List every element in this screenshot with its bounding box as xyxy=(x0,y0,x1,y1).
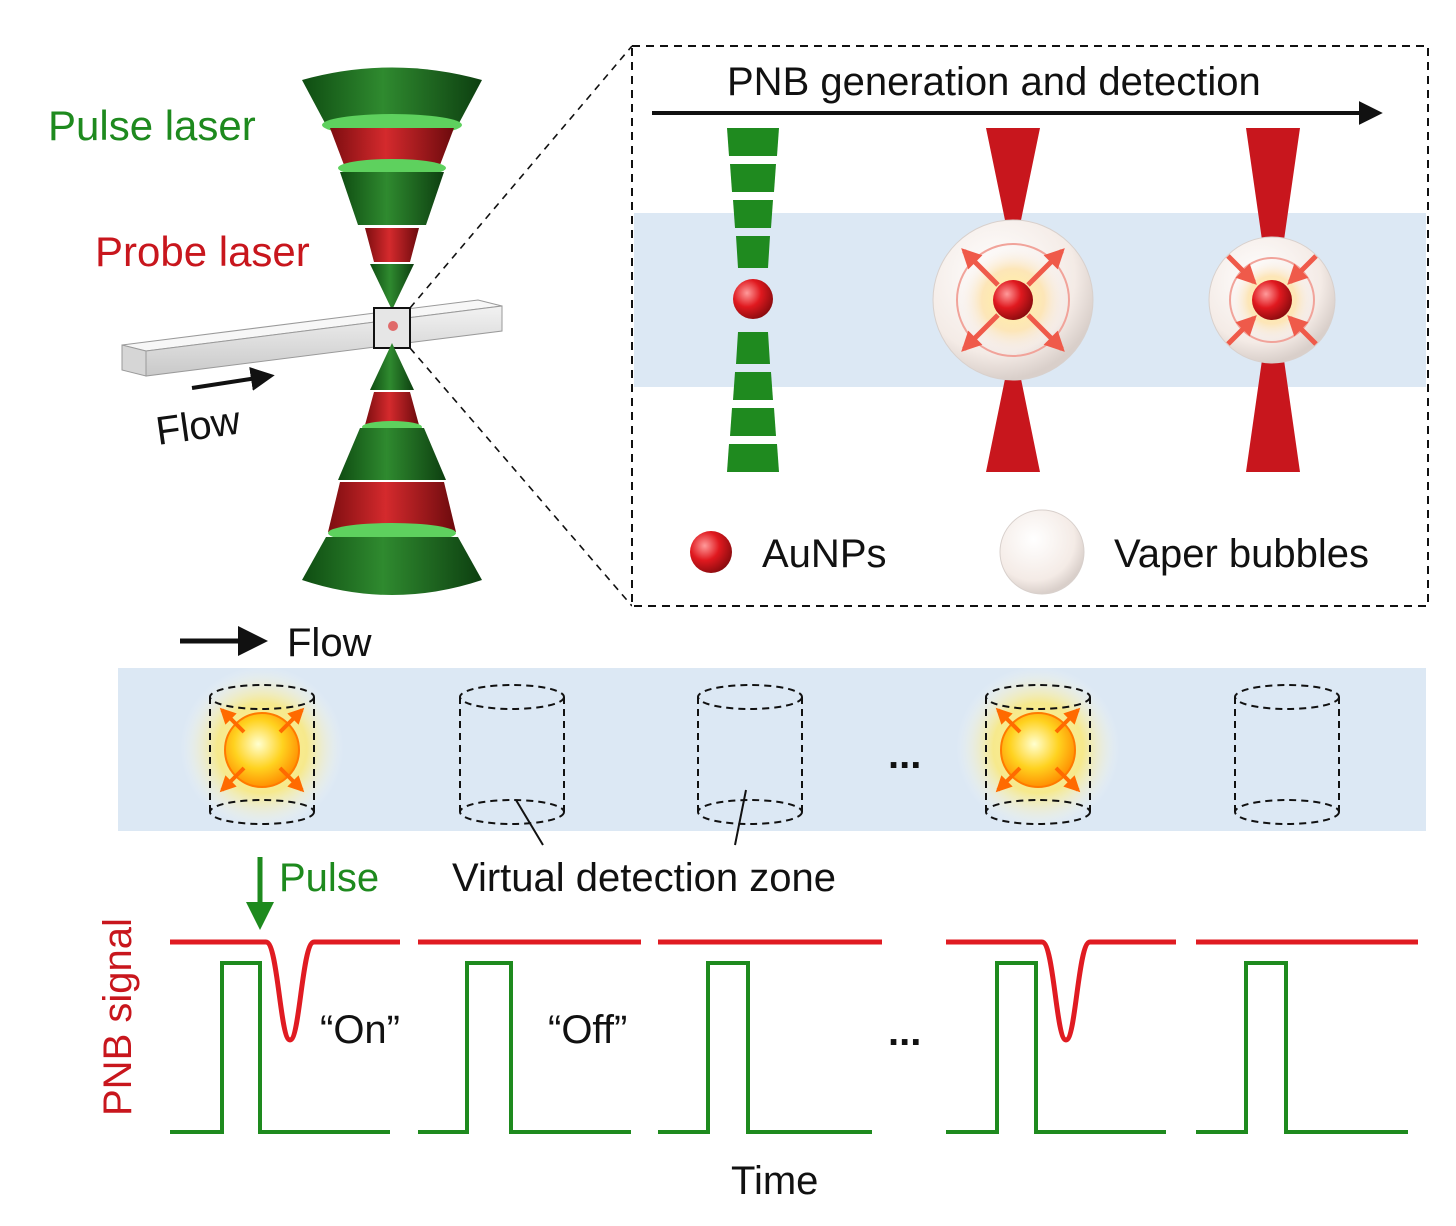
signal-window-4 xyxy=(946,939,1176,1134)
flash-arrow xyxy=(1054,766,1081,793)
pulse-trace xyxy=(418,961,631,1134)
zone-top xyxy=(459,684,565,710)
laser-setup: Pulse laser Probe laser Flow xyxy=(48,45,633,607)
off-label: “Off” xyxy=(548,1008,627,1052)
detection-zone-4 xyxy=(956,666,1120,830)
lower-red-band-1 xyxy=(365,392,419,425)
pulsed-beam xyxy=(727,128,779,472)
upper-green-cone-1 xyxy=(302,67,482,125)
pulse-trace xyxy=(658,961,872,1134)
y-axis-label: PNB signal xyxy=(96,918,140,1116)
zone-pointer-2 xyxy=(734,789,747,846)
lower-green-cone-2 xyxy=(338,428,446,480)
lower-red-band-2 xyxy=(328,482,456,532)
probe-beam-3-bottom xyxy=(1246,360,1300,472)
gold-nanoparticle-2 xyxy=(993,280,1033,320)
flash-arrow xyxy=(219,707,246,734)
probe-trace xyxy=(946,939,1176,1043)
detection-zone-5 xyxy=(1234,684,1340,825)
pulse-trace xyxy=(946,961,1166,1134)
upper-green-cone-3 xyxy=(370,264,414,310)
flash-arrow xyxy=(219,766,246,793)
on-label: “On” xyxy=(320,1008,400,1052)
signal-traces xyxy=(170,939,1418,1134)
legend-bubble-icon xyxy=(999,509,1085,595)
detection-zone-2 xyxy=(459,684,565,825)
signal-window-2 xyxy=(418,939,641,1134)
probe-beam-3-top xyxy=(1246,128,1300,240)
zone-top xyxy=(985,684,1091,710)
upper-red-band-1 xyxy=(330,128,454,165)
detection-zone-1 xyxy=(180,666,344,830)
flash-arrow xyxy=(995,766,1022,793)
legend-aunp-icon xyxy=(690,531,732,573)
probe-laser-label: Probe laser xyxy=(95,228,310,275)
flash-arrow xyxy=(278,707,305,734)
probe-trace xyxy=(170,939,400,1043)
signal-window-3 xyxy=(658,939,882,1134)
channel-particle xyxy=(388,321,398,331)
main-flow-label: Flow xyxy=(287,621,372,665)
signal-plot: PNB signal “On” “Off” ... Time xyxy=(96,918,1418,1203)
zoom-line-top xyxy=(409,45,633,309)
zone-ellipsis: ... xyxy=(888,733,921,777)
zoom-line-bottom xyxy=(409,347,633,607)
lower-green-cone-3 xyxy=(302,537,482,595)
expansion-arrows xyxy=(961,248,1065,352)
x-axis-label: Time xyxy=(731,1159,818,1203)
flash-arrow xyxy=(278,766,305,793)
pnb-generation-label: PNB generation and detection xyxy=(727,60,1261,104)
upper-green-cone-2 xyxy=(340,172,444,225)
collapse-arrows xyxy=(1226,254,1318,346)
bubble-ring-2 xyxy=(1229,257,1315,343)
signal-window-1 xyxy=(170,939,400,1134)
zone-top xyxy=(209,684,315,710)
probe-beam-2-top xyxy=(986,128,1040,225)
flash-arrow xyxy=(995,707,1022,734)
zoom-inset: PNB generation and detection xyxy=(631,45,1429,607)
flow-channel xyxy=(121,299,503,377)
zone-pointer-1 xyxy=(515,799,544,846)
pulse-arrowhead xyxy=(246,902,274,930)
probe-beam-2-bottom xyxy=(986,374,1040,472)
signal-window-5 xyxy=(1196,939,1418,1134)
pulse-label: Pulse xyxy=(279,856,379,900)
legend-bubbles-label: Vaper bubbles xyxy=(1114,532,1369,576)
upper-red-band-2 xyxy=(365,228,419,262)
flow-band-section: Flow ... Virtual detection zone Pulse xyxy=(118,621,1426,930)
virtual-zone-label: Virtual detection zone xyxy=(452,856,836,900)
channel-flow-arrow xyxy=(191,367,275,391)
legend-aunps-label: AuNPs xyxy=(762,532,887,576)
zone-top xyxy=(697,684,803,710)
pulse-laser-label: Pulse laser xyxy=(48,102,256,149)
lower-green-cone-1 xyxy=(370,343,414,390)
channel-flow-label: Flow xyxy=(153,399,243,454)
gold-nanoparticle-1 xyxy=(733,279,773,319)
pulse-trace xyxy=(170,961,390,1134)
bubble-ring-1 xyxy=(956,243,1070,357)
signal-ellipsis: ... xyxy=(888,1010,921,1054)
detection-zone-3 xyxy=(697,684,803,825)
flash-arrow xyxy=(1054,707,1081,734)
zone-top xyxy=(1234,684,1340,710)
pulse-trace xyxy=(1196,961,1408,1134)
gold-nanoparticle-3 xyxy=(1252,280,1292,320)
detection-zones xyxy=(180,666,1340,830)
